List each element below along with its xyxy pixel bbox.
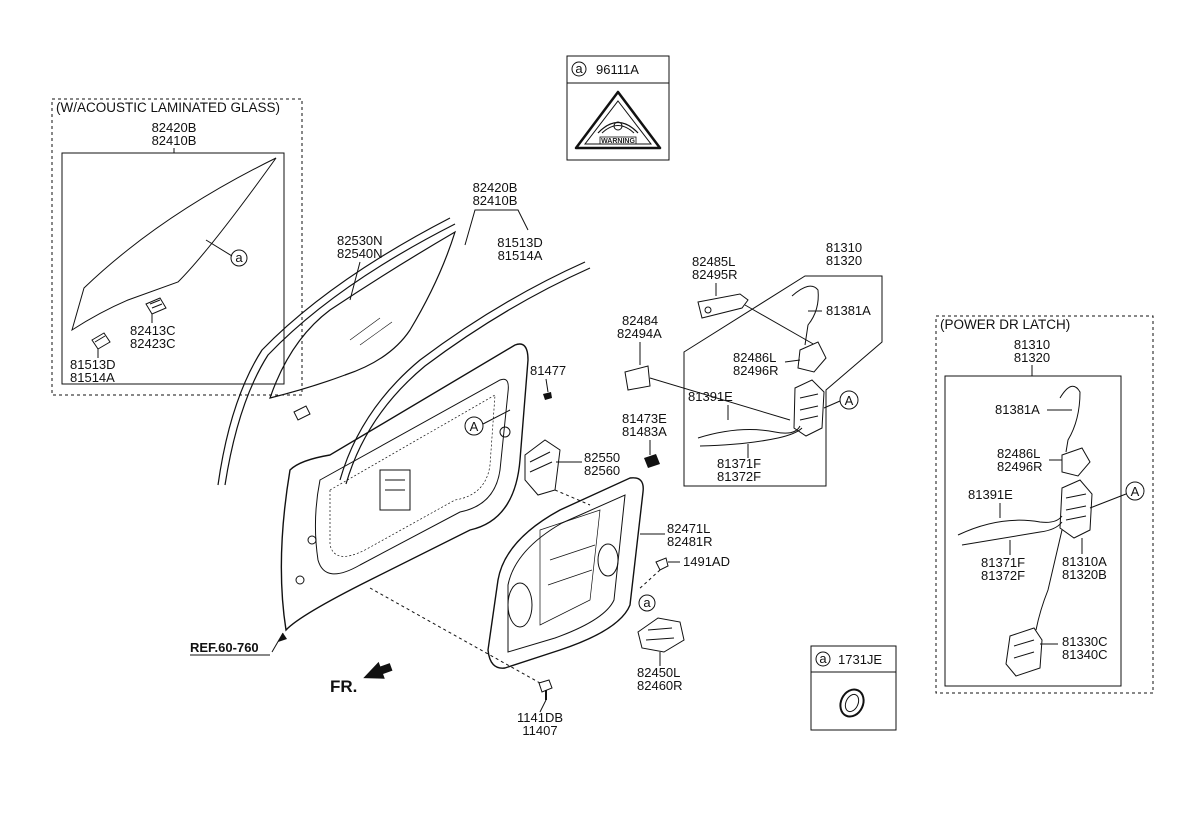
part-number: 81381A [995,402,1040,417]
part-number: 81513D [70,357,116,372]
part-number: 81320 [1014,350,1050,365]
part-number: 1491AD [683,554,730,569]
warning-label-text: WARNING [601,138,635,145]
part-number: 96111A [596,62,639,77]
warning-label-panel: a 96111A WARNING [566,55,670,161]
plug-icon [543,392,552,400]
part-number: 81310A [1062,554,1107,569]
part-number: 81371F [717,456,761,471]
door-module-icon [487,477,644,669]
door-inner-panel-icon [280,343,529,632]
part-number: 11407 [522,723,557,738]
part-number: 82481R [667,534,713,549]
main-door-assembly: 82420B 82410B 81513D 81514A 82530N 82540… [190,180,816,738]
front-direction-label: FR. [330,677,357,696]
part-number: 1141DB [517,710,563,725]
part-number: 81371F [981,555,1025,570]
part-number: 81320 [826,253,862,268]
part-number: 82494A [617,326,662,341]
part-number: 1731JE [838,652,882,667]
part-number: 82496R [733,363,779,378]
part-number: 82486L [733,350,776,365]
part-number: 81372F [981,568,1025,583]
part-number: 81477 [530,363,566,378]
gasket-panel: a 1731JE [810,645,897,731]
door-glass-icon [269,230,457,421]
glass-seal-icon [91,332,111,350]
part-number: 82410B [473,193,518,208]
part-number: 81473E [622,411,667,426]
callout-letter: A [1131,484,1140,499]
callout-a-circle [815,651,831,667]
latch-actuator-icon [797,341,827,373]
part-number: 81330C [1062,634,1108,649]
part-number: 82486L [997,446,1040,461]
panel-title: (POWER DR LATCH) [940,317,1070,332]
window-motor-icon [637,617,685,653]
panel-title: (W/ACOUSTIC LAMINATED GLASS) [56,100,280,115]
front-arrow-icon [363,661,393,679]
part-number: 82485L [692,254,735,269]
part-number: 81483A [622,424,667,439]
part-number: 82530N [337,233,383,248]
part-number: 82460R [637,678,683,693]
gasket-ring-icon [839,688,865,718]
callout-letter: a [819,651,827,666]
clip-icon [655,557,669,571]
part-number: 81514A [70,370,115,385]
part-number: 82410B [152,133,197,148]
callout-letter: a [643,595,651,610]
part-number: 81391E [688,389,733,404]
grommet-icon [644,454,660,468]
latch-actuator-icon [1061,447,1091,477]
part-number: 82484 [622,313,658,328]
regulator-bracket-icon [524,439,561,496]
callout-a-circle [638,594,656,612]
part-number: 81372F [717,469,761,484]
callout-a-circle [230,249,248,267]
part-number: 81310 [826,240,862,255]
part-number: 82423C [130,336,176,351]
part-number: 82495R [692,267,738,282]
part-number: 82560 [584,463,620,478]
part-number: 82413C [130,323,176,338]
part-number: 82450L [637,665,680,680]
callout-A-circle [464,416,484,436]
part-number: 81310 [1014,337,1050,352]
part-number: 81320B [1062,567,1107,582]
part-number: 81513D [497,235,543,250]
glass-clip-icon [145,297,167,315]
callout-A-circle [1125,481,1145,501]
door-handle-icon [697,293,749,319]
part-number: 82471L [667,521,710,536]
part-number: 81381A [826,303,871,318]
power-latch-icon [1059,479,1093,539]
part-number: 81391E [968,487,1013,502]
part-number: 81340C [1062,647,1108,662]
power-door-latch-panel: (POWER DR LATCH) 81310 81320 81381A 8248… [935,315,1154,694]
callout-letter: A [845,393,854,408]
run-channel-icon [217,217,456,486]
callout-letter: a [575,61,583,76]
part-number: 82420B [152,120,197,135]
callout-A-circle [839,390,859,410]
door-latch-icon [793,379,825,437]
part-number: 82496R [997,459,1043,474]
reference-label: REF.60-760 [190,640,259,655]
callout-letter: A [470,419,479,434]
bolt-icon [538,679,553,700]
latch-module-icon [1005,627,1043,677]
part-number: 82420B [473,180,518,195]
part-number: 82550 [584,450,620,465]
acoustic-glass-panel: (W/ACOUSTIC LAMINATED GLASS) 82420B 8241… [51,98,303,396]
inside-handle-rod-icon [624,365,791,421]
part-number: 82540N [337,246,383,261]
callout-a-circle [571,61,587,77]
door-seal-icon [339,261,591,485]
callout-letter: a [235,250,243,265]
latch-assembly: 81310 81320 81381A 82486L 82496R A 81391… [683,240,883,487]
warning-triangle-icon: WARNING [574,90,662,150]
part-number: 81514A [498,248,543,263]
